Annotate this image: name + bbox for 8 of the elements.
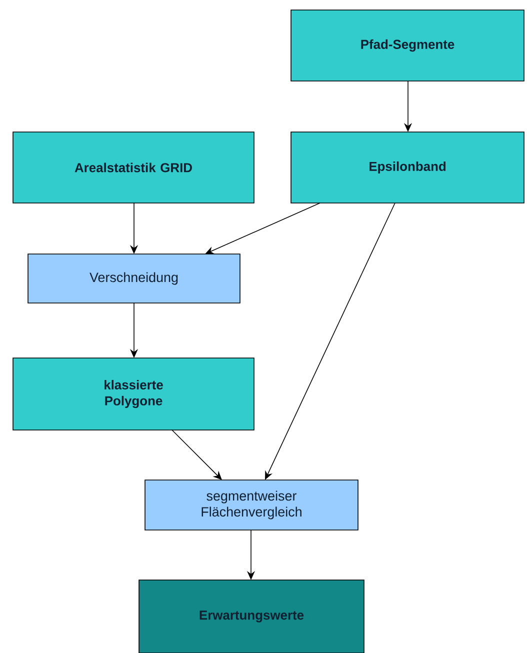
- arrow: [172, 430, 222, 480]
- process-box: Arealstatistik GRID: [12, 132, 254, 204]
- operation-box: segmentweiser Flächenvergleich: [144, 480, 358, 530]
- operation-box: Verschneidung: [28, 254, 240, 304]
- process-box: Epsilonband: [290, 132, 524, 204]
- process-box: Erwartungswerte: [138, 580, 364, 653]
- process-box: klassierte Polygone: [12, 358, 254, 430]
- process-box: Pfad-Segmente: [290, 10, 524, 82]
